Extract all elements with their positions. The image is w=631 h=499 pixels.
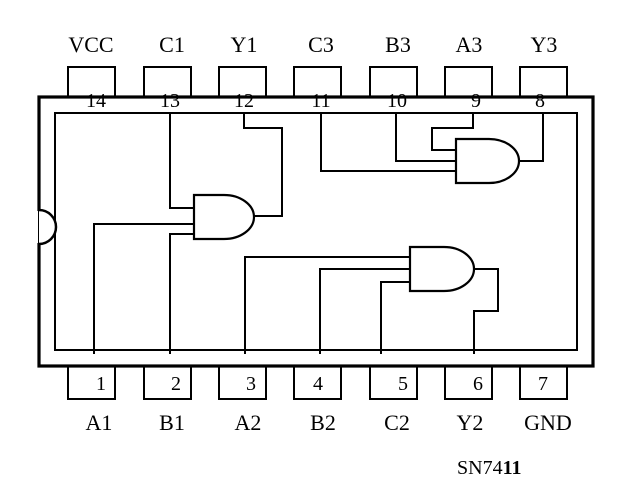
part-number-prefix: SN74	[457, 457, 503, 479]
wire-c1	[169, 113, 194, 209]
pin-number-7: 7	[538, 373, 548, 395]
notch-mask	[31, 211, 38, 243]
wire-a1	[93, 223, 194, 354]
pin-number-9: 9	[471, 90, 481, 112]
pin-number-6: 6	[473, 373, 483, 395]
pin-label-b1: B1	[159, 410, 185, 435]
chip-notch	[38, 208, 58, 246]
pin-number-8: 8	[535, 90, 545, 112]
pin-label-a3: A3	[456, 32, 483, 57]
pin-number-12: 12	[234, 90, 254, 112]
pin-number-14: 14	[86, 90, 106, 112]
and-gate-1	[192, 193, 256, 241]
pin-label-y1: Y1	[231, 32, 258, 57]
pin-number-2: 2	[171, 373, 181, 395]
wire-y2	[473, 268, 499, 354]
wire-y1	[243, 113, 283, 217]
pin-label-gnd: GND	[524, 410, 572, 435]
wire-c3	[320, 113, 456, 172]
wire-b1	[169, 233, 194, 354]
pin-number-10: 10	[387, 90, 407, 112]
gate-3-wires	[320, 113, 544, 172]
pin-label-c1: C1	[159, 32, 185, 57]
pin-label-vcc: VCC	[68, 32, 113, 57]
pin-label-b2: B2	[310, 410, 336, 435]
part-number: SN7411	[457, 457, 521, 479]
wire-c2	[380, 281, 410, 354]
gate-2-wires	[244, 256, 499, 354]
pin-label-y3: Y3	[531, 32, 558, 57]
wire-b3	[395, 113, 456, 162]
and-gate-2	[408, 245, 476, 293]
pin-label-c3: C3	[308, 32, 334, 57]
part-number-suffix: 11	[503, 457, 522, 479]
wire-a2	[244, 256, 410, 354]
pin-number-3: 3	[246, 373, 256, 395]
gate-1-wires	[93, 113, 283, 354]
pin-number-11: 11	[311, 90, 330, 112]
pin-number-5: 5	[398, 373, 408, 395]
pin-label-a2: A2	[235, 410, 262, 435]
wire-a3	[431, 113, 474, 151]
pin-number-4: 4	[313, 373, 323, 395]
wire-b2	[319, 268, 410, 354]
pin-number-1: 1	[96, 373, 106, 395]
pin-label-a1: A1	[86, 410, 113, 435]
and-gate-3	[454, 137, 521, 185]
wire-y3	[519, 113, 544, 162]
chip-body	[37, 95, 595, 368]
pin-label-b3: B3	[385, 32, 411, 57]
pin-label-c2: C2	[384, 410, 410, 435]
pin-number-13: 13	[160, 90, 180, 112]
pin-label-y2: Y2	[457, 410, 484, 435]
